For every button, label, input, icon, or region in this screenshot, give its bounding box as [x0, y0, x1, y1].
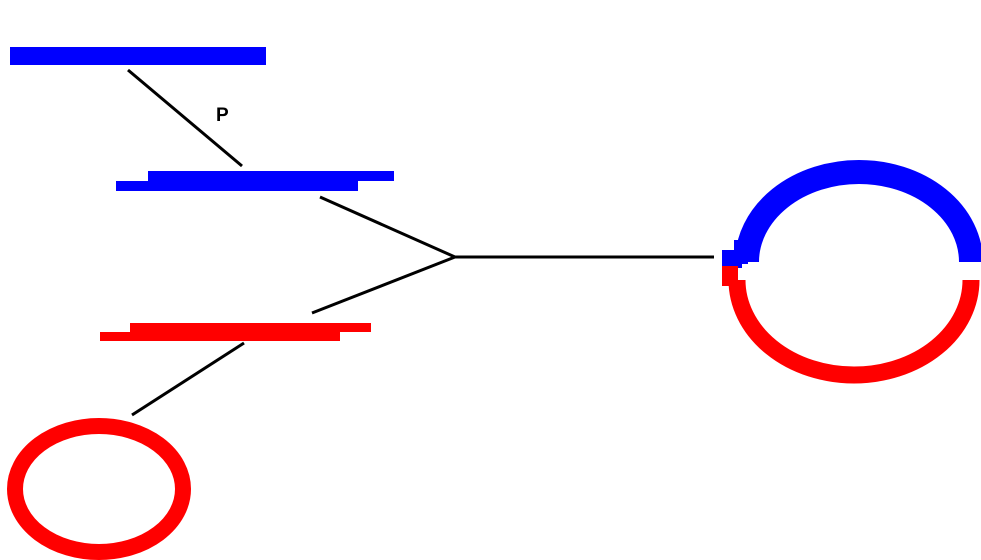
top-blue-strand	[10, 47, 266, 65]
hybrid-circle-red-arc	[728, 279, 980, 384]
bottom-connector-line	[131, 341, 245, 417]
fork-lower-arm	[311, 255, 456, 315]
red-duplex-lower-strand	[100, 332, 340, 341]
red-duplex	[100, 323, 371, 341]
hybrid-circle-blue-stub	[734, 240, 748, 264]
small-red-circle	[7, 418, 191, 560]
blue-duplex	[116, 171, 394, 191]
red-duplex-upper-strand	[130, 323, 371, 332]
blue-duplex-lower-strand	[116, 181, 358, 191]
hybrid-circle	[722, 160, 981, 384]
hybrid-circle-red-end	[722, 266, 738, 286]
fork-upper-arm	[319, 195, 456, 259]
blue-duplex-upper-strand	[148, 171, 394, 181]
top-connector-line	[127, 68, 243, 168]
label-p: P	[216, 105, 229, 126]
hybrid-circle-blue-arc	[735, 160, 981, 263]
